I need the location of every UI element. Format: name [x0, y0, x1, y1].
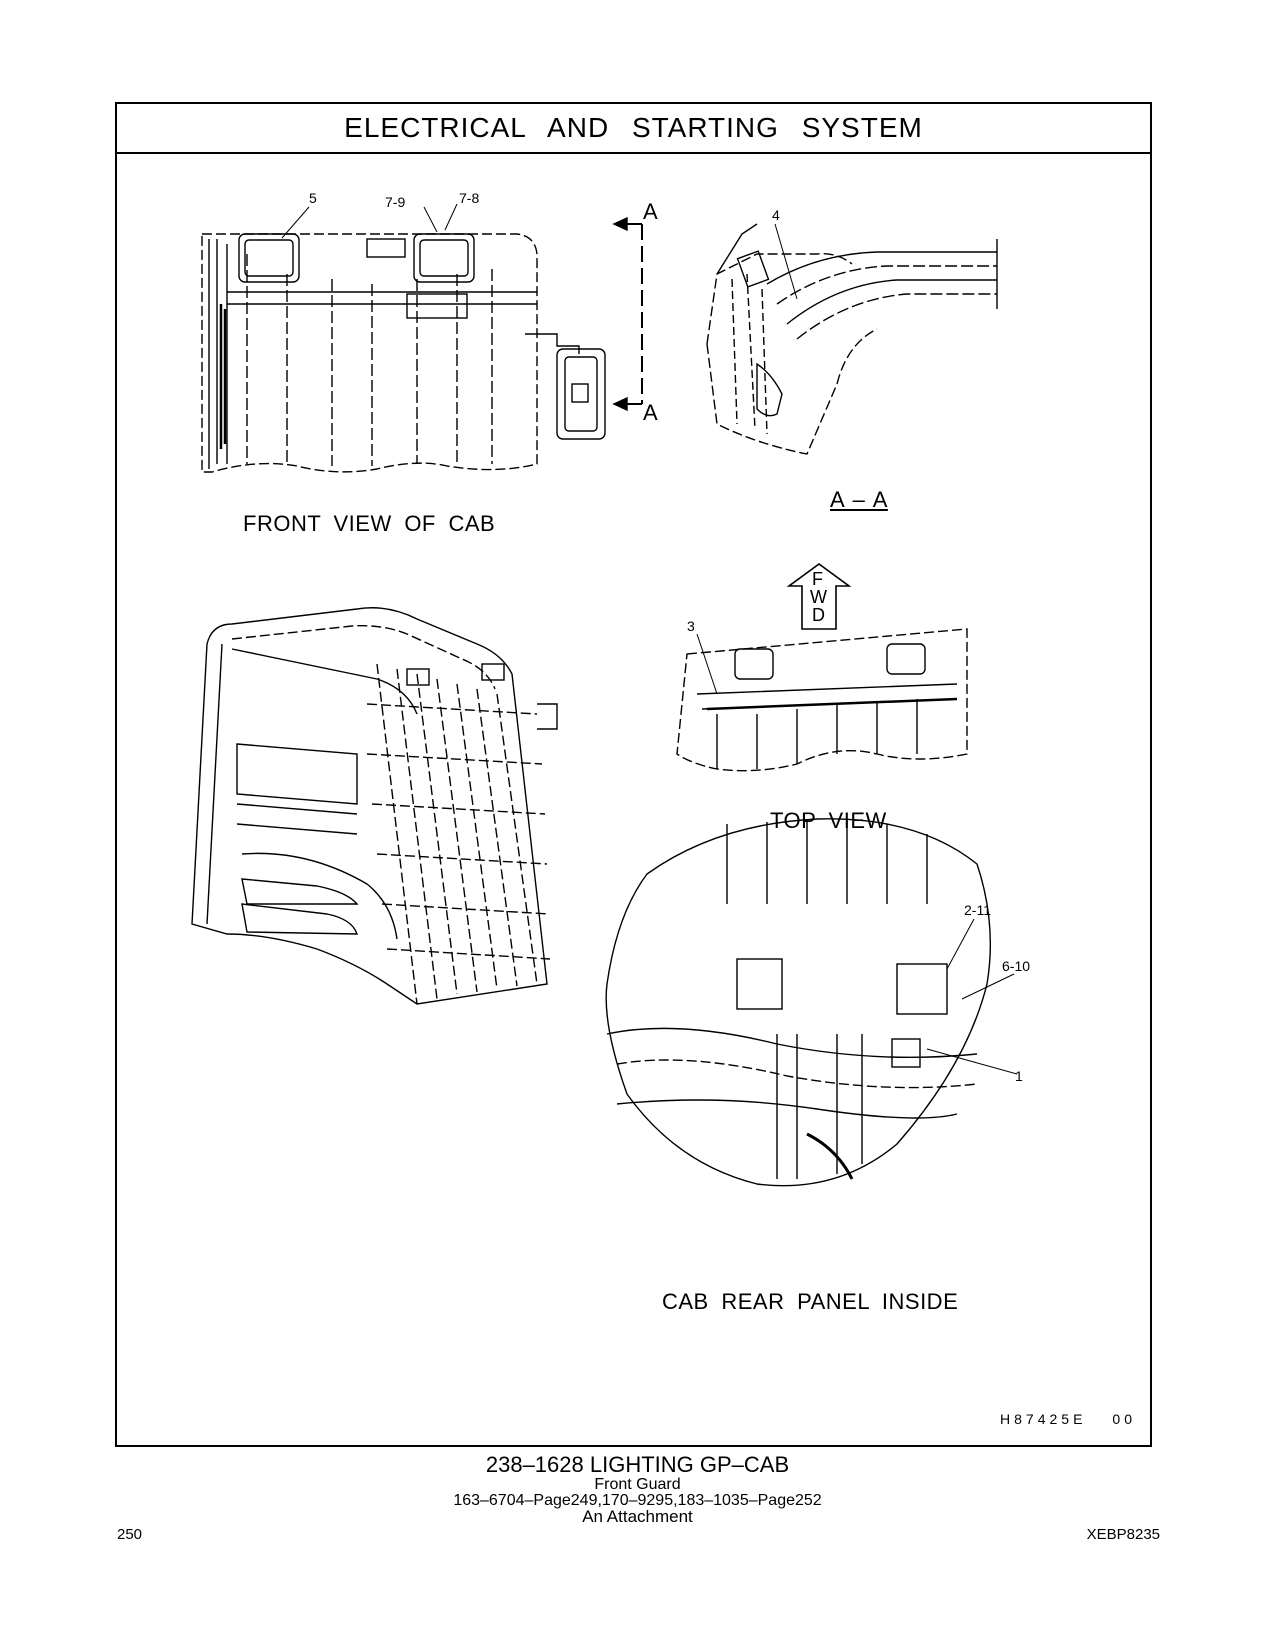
drawing-frame: ELECTRICAL AND STARTING SYSTEM — [115, 102, 1152, 1447]
callout-7-8: 7-8 — [459, 190, 480, 206]
fwd-letter-f: F — [812, 569, 824, 589]
section-aa-caption: A – A — [830, 487, 888, 512]
illustration-canvas — [191, 203, 1018, 1187]
rear-panel-drawing — [605, 818, 992, 1187]
page-title: ELECTRICAL AND STARTING SYSTEM — [117, 104, 1150, 154]
callout-4: 4 — [772, 207, 780, 223]
callout-6-10: 6-10 — [1002, 958, 1031, 974]
footer-line-2: 163–6704–Page249,170–9295,183–1035–Page2… — [453, 1492, 822, 1509]
callout-leaders — [281, 203, 1018, 1075]
group-title: 238–1628 LIGHTING GP–CAB — [485, 1452, 790, 1477]
rear-panel-caption: CAB REAR PANEL INSIDE — [662, 1289, 959, 1314]
top-view-caption: TOP VIEW — [770, 808, 887, 833]
front-view-caption: FRONT VIEW OF CAB — [243, 511, 496, 536]
forward-arrow — [786, 563, 852, 630]
callout-1: 1 — [1015, 1068, 1023, 1084]
drawing-code: H87425E — [1000, 1411, 1087, 1427]
front-view-drawing — [201, 216, 643, 473]
cab-3d-drawing — [191, 607, 558, 1005]
footer-line-3: An Attachment — [582, 1507, 693, 1526]
drawing-revision: 00 — [1112, 1411, 1136, 1427]
section-aa-drawing — [706, 223, 998, 455]
section-mark-top: A — [643, 199, 659, 224]
footer-line-1: Front Guard — [594, 1476, 681, 1493]
callout-2-11: 2-11 — [964, 902, 991, 918]
document-number: XEBP8235 — [1086, 1526, 1160, 1543]
fwd-letter-w: W — [810, 587, 828, 607]
callout-5: 5 — [309, 190, 317, 206]
top-view-drawing — [676, 628, 968, 772]
page-number: 250 — [117, 1526, 143, 1543]
fwd-letter-d: D — [812, 605, 826, 625]
callout-3: 3 — [687, 618, 695, 634]
section-mark-bottom: A — [643, 400, 659, 425]
drawing-id: H87425E 00 — [1000, 1411, 1136, 1427]
callout-7-9: 7-9 — [385, 194, 406, 210]
